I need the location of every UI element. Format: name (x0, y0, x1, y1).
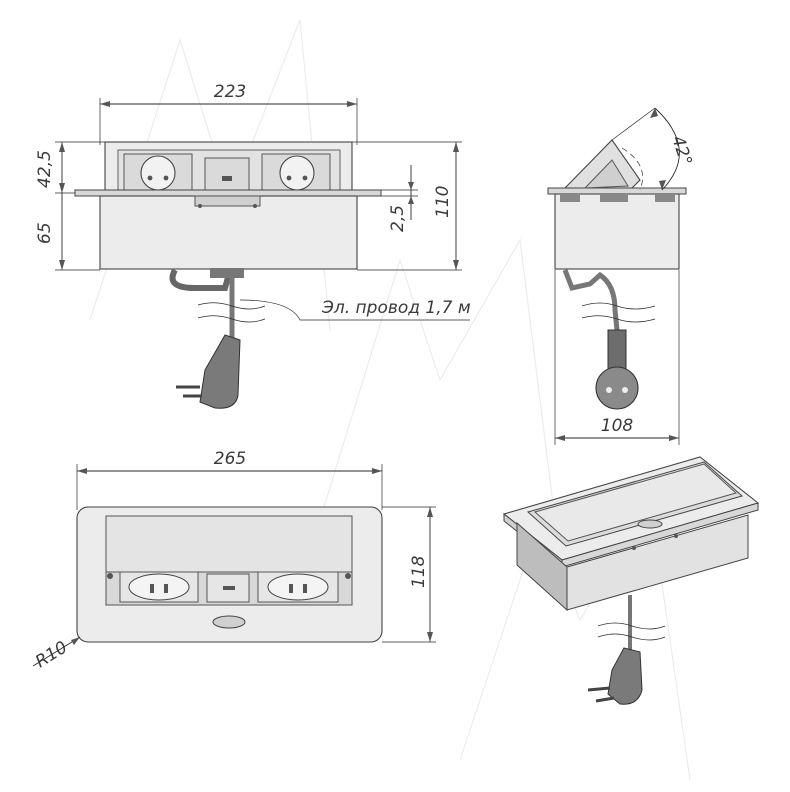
height-label-118: 118 (409, 555, 429, 588)
depth-label-108: 108 (601, 416, 634, 436)
isometric-view (502, 456, 760, 705)
socket-right (279, 155, 315, 191)
width-label-265: 265 (214, 449, 246, 469)
side-view: 42° 108 (547, 107, 696, 445)
lid-button (212, 615, 246, 629)
flange-label-2-5: 2,5 (388, 205, 408, 232)
height-label-110: 110 (433, 186, 453, 218)
plug-face (595, 366, 639, 410)
height-label-65: 65 (35, 222, 55, 244)
socket-left (140, 155, 176, 191)
width-label-223: 223 (214, 82, 246, 102)
front-view: 223 Эл. провод 1, (35, 82, 471, 409)
lower-housing (99, 195, 358, 270)
usb-module (204, 157, 250, 191)
angle-label-42: 42° (667, 133, 695, 168)
cable-label: Эл. провод 1,7 м (321, 298, 471, 318)
height-label-42-5: 42,5 (35, 150, 55, 188)
radius-label-r10: R10 (32, 638, 71, 673)
flange (74, 189, 382, 197)
top-view: 265 118 R10 (32, 449, 436, 672)
